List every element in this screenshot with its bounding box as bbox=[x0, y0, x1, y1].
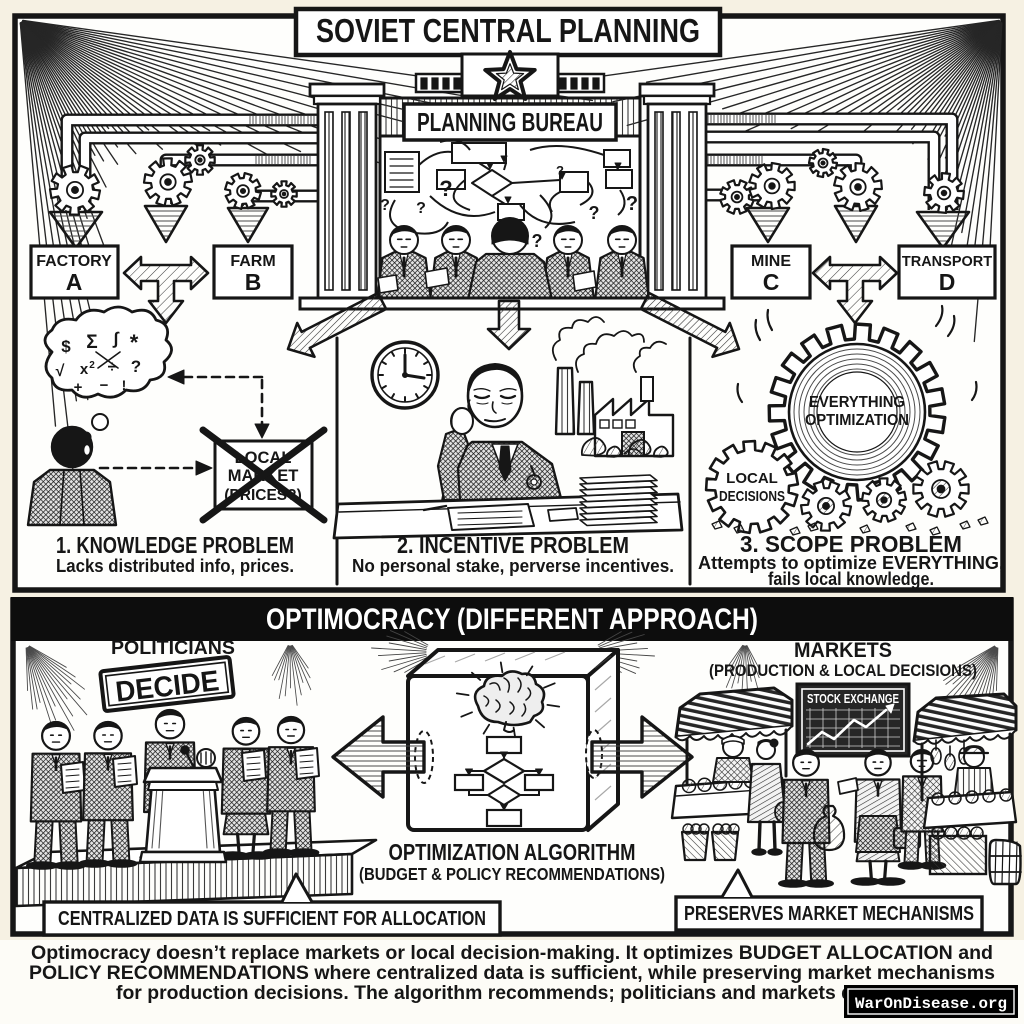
svg-text:−: − bbox=[100, 377, 109, 394]
svg-text:Σ: Σ bbox=[86, 332, 97, 353]
svg-text:√: √ bbox=[56, 363, 65, 380]
svg-text:EVERYTHING: EVERYTHING bbox=[809, 394, 905, 411]
svg-text:B: B bbox=[245, 269, 262, 295]
svg-text:OPTIMIZATION ALGORITHM: OPTIMIZATION ALGORITHM bbox=[389, 839, 636, 865]
svg-text:?: ? bbox=[626, 193, 638, 215]
svg-text:?: ? bbox=[131, 357, 141, 376]
svg-text:∫: ∫ bbox=[112, 329, 120, 348]
svg-text:No personal stake, perverse in: No personal stake, perverse incentives. bbox=[352, 555, 674, 576]
svg-text:fails local knowledge.: fails local knowledge. bbox=[768, 568, 934, 589]
svg-text:3. SCOPE PROBLEM: 3. SCOPE PROBLEM bbox=[740, 531, 962, 557]
svg-text:PRESERVES MARKET MECHANISMS: PRESERVES MARKET MECHANISMS bbox=[684, 903, 974, 925]
svg-text:!: ! bbox=[122, 377, 127, 393]
svg-text:?: ? bbox=[380, 197, 390, 214]
svg-text:SOVIET CENTRAL PLANNING: SOVIET CENTRAL PLANNING bbox=[316, 12, 700, 49]
svg-text:?: ? bbox=[439, 176, 452, 201]
svg-text:$: $ bbox=[61, 337, 71, 356]
svg-text:C: C bbox=[763, 269, 780, 295]
svg-text:÷: ÷ bbox=[108, 359, 117, 376]
svg-text:POLICY RECOMMENDATIONS where c: POLICY RECOMMENDATIONS where centralized… bbox=[29, 962, 995, 984]
svg-text:x: x bbox=[80, 361, 89, 378]
svg-text:+: + bbox=[74, 379, 83, 396]
svg-text:D: D bbox=[939, 269, 956, 295]
svg-text:?: ? bbox=[416, 200, 426, 217]
svg-text:(BUDGET & POLICY RECOMMENDATIO: (BUDGET & POLICY RECOMMENDATIONS) bbox=[359, 864, 665, 884]
svg-text:Lacks distributed info, prices: Lacks distributed info, prices. bbox=[56, 555, 294, 576]
svg-text:?: ? bbox=[589, 203, 600, 223]
svg-text:CENTRALIZED DATA IS SUFFICIENT: CENTRALIZED DATA IS SUFFICIENT FOR ALLOC… bbox=[58, 908, 486, 930]
svg-text:TRANSPORT: TRANSPORT bbox=[902, 254, 992, 270]
svg-text:2: 2 bbox=[89, 360, 95, 371]
svg-text:A: A bbox=[66, 269, 83, 295]
svg-text:Attempts to optimize EVERYTHIN: Attempts to optimize EVERYTHING, bbox=[698, 552, 1004, 573]
svg-text:MINE: MINE bbox=[751, 253, 791, 270]
svg-text:?: ? bbox=[532, 231, 543, 251]
svg-text:1. KNOWLEDGE PROBLEM: 1. KNOWLEDGE PROBLEM bbox=[56, 532, 294, 558]
svg-text:?: ? bbox=[556, 163, 564, 178]
svg-text:STOCK EXCHANGE: STOCK EXCHANGE bbox=[807, 692, 899, 706]
svg-text:Optimocracy doesn’t replace ma: Optimocracy doesn’t replace markets or l… bbox=[31, 942, 993, 964]
svg-text:OPTIMOCRACY (DIFFERENT APPROAC: OPTIMOCRACY (DIFFERENT APPROACH) bbox=[266, 603, 758, 636]
svg-text:DECISIONS: DECISIONS bbox=[719, 488, 785, 505]
svg-text:OPTIMIZATION: OPTIMIZATION bbox=[805, 412, 909, 429]
svg-text:2. INCENTIVE PROBLEM: 2. INCENTIVE PROBLEM bbox=[397, 532, 629, 558]
svg-text:WarOnDisease.org: WarOnDisease.org bbox=[855, 995, 1007, 1013]
svg-text:FACTORY: FACTORY bbox=[36, 253, 112, 270]
svg-text:FARM: FARM bbox=[230, 253, 275, 270]
svg-text:PLANNING BUREAU: PLANNING BUREAU bbox=[417, 107, 603, 137]
svg-text:POLITICIANS: POLITICIANS bbox=[111, 637, 235, 659]
svg-text:(PRODUCTION & LOCAL DECISIONS): (PRODUCTION & LOCAL DECISIONS) bbox=[709, 662, 977, 680]
svg-text:for production decisions. The: for production decisions. The algorithm … bbox=[116, 982, 908, 1004]
svg-text:MARKETS: MARKETS bbox=[794, 639, 892, 662]
svg-text:*: * bbox=[130, 330, 139, 355]
svg-text:LOCAL: LOCAL bbox=[726, 470, 778, 487]
